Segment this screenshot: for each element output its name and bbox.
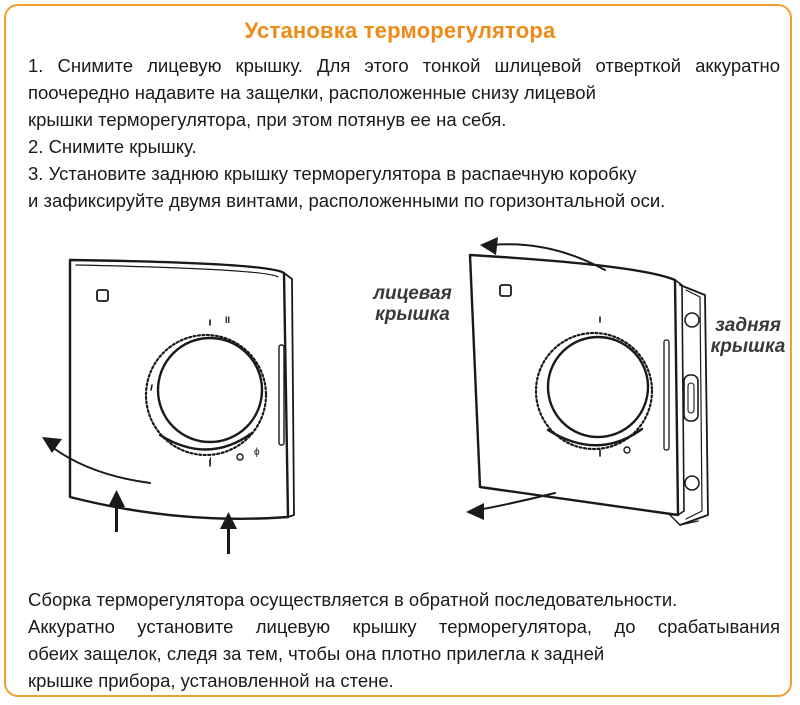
- orange-frame: [4, 4, 792, 697]
- assembly-note: Сборка терморегулятора осуществляется в …: [28, 586, 780, 694]
- thermostat-exploded-illustration: [466, 237, 709, 526]
- illustration-area: лицевая крышка задняя крышка I II ϕ: [20, 225, 790, 570]
- dial-mark-power: ϕ: [254, 447, 260, 458]
- step-1-line-3: крышки терморегулятора, при этом потянув…: [28, 109, 507, 130]
- page-title: Установка терморегулятора: [244, 18, 556, 43]
- footer-line-3: обеих защелок, следя за тем, чтобы она п…: [28, 643, 605, 664]
- step-1-line-1: 1. Снимите лицевую крышку. Для этого тон…: [28, 55, 780, 76]
- step-3-line-2: и зафиксируйте двумя винтами, расположен…: [28, 190, 666, 211]
- step-3-line-1: 3. Установите заднюю крышку терморегулят…: [28, 163, 637, 184]
- instruction-steps: 1. Снимите лицевую крышку. Для этого тон…: [28, 52, 780, 214]
- dial-mark-max: II: [225, 315, 231, 325]
- footer-line-2: Аккуратно установите лицевую крышку терм…: [28, 616, 780, 637]
- front-cover-label: лицевая крышка: [373, 283, 452, 325]
- footer-line-4: крышке прибора, установленной на стене.: [28, 670, 394, 691]
- step-1-line-2: поочередно надавите на защелки, располож…: [28, 82, 596, 103]
- step-2: 2. Снимите крышку.: [28, 136, 197, 157]
- footer-line-1: Сборка терморегулятора осуществляется в …: [28, 589, 678, 610]
- thermostat-front-illustration: [42, 258, 295, 554]
- back-cover-label: задняя крышка: [710, 315, 786, 357]
- dial-mark-min: I: [209, 456, 212, 467]
